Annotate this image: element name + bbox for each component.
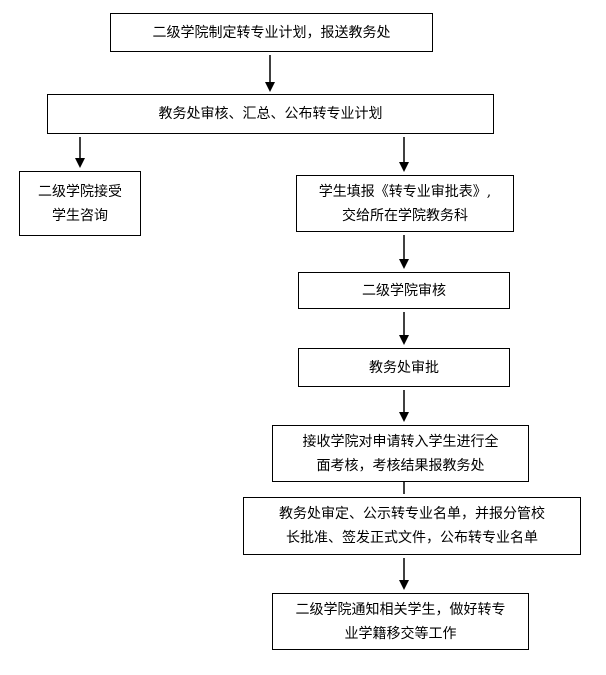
step-final-approval-box: 教务处审定、公示转专业名单，并报分管校 长批准、签发正式文件，公布转专业名单 [243,497,581,555]
arrow-application-to-college-review-head [399,259,409,269]
step-receiving-college-assessment-box: 接收学院对申请转入学生进行全 面考核，考核结果报教务处 [272,425,529,482]
step-receiving-college-assessment-line1: 接收学院对申请转入学生进行全 [302,433,499,450]
arrow-plan-to-review-head [265,82,275,92]
step-receiving-college-assessment-line2: 面考核，考核结果报教务处 [316,457,485,474]
step-student-application-line2: 交给所在学院教务科 [342,207,468,224]
step-final-approval-line2: 长批准、签发正式文件，公布转专业名单 [286,530,538,546]
step-plan-formulation-text: 二级学院制定转专业计划，报送教务处 [152,24,391,41]
arrow-review-to-consultation-head [75,158,85,168]
step-review-publish-text: 教务处审核、汇总、公布转专业计划 [158,106,383,122]
step-office-approval-text: 教务处审批 [369,359,439,376]
step-final-approval-line1: 教务处审定、公示转专业名单，并报分管校 [279,506,545,522]
arrow-college-review-to-office-approval-head [399,335,409,345]
step-office-approval-box: 教务处审批 [298,348,510,387]
step-plan-formulation-box: 二级学院制定转专业计划，报送教务处 [110,13,433,52]
step-consultation-line1: 二级学院接受 [38,183,122,200]
step-review-publish-box: 教务处审核、汇总、公布转专业计划 [47,94,494,134]
step-notify-students-box: 二级学院通知相关学生，做好转专 业学籍移交等工作 [272,593,529,650]
step-student-application-box: 学生填报《转专业审批表》, 交给所在学院教务科 [296,175,514,232]
step-consultation-line2: 学生咨询 [52,207,108,224]
arrow-office-approval-to-assessment-head [399,412,409,422]
step-college-review-text: 二级学院审核 [362,282,446,299]
step-consultation-box: 二级学院接受 学生咨询 [19,171,141,236]
step-college-review-box: 二级学院审核 [298,272,510,309]
arrow-review-to-application-head [399,162,409,172]
arrow-final-approval-to-notify-head [399,580,409,590]
step-student-application-line1: 学生填报《转专业审批表》, [318,183,492,200]
step-notify-students-line1: 二级学院通知相关学生，做好转专 [295,601,506,618]
step-notify-students-line2: 业学籍移交等工作 [344,625,457,642]
